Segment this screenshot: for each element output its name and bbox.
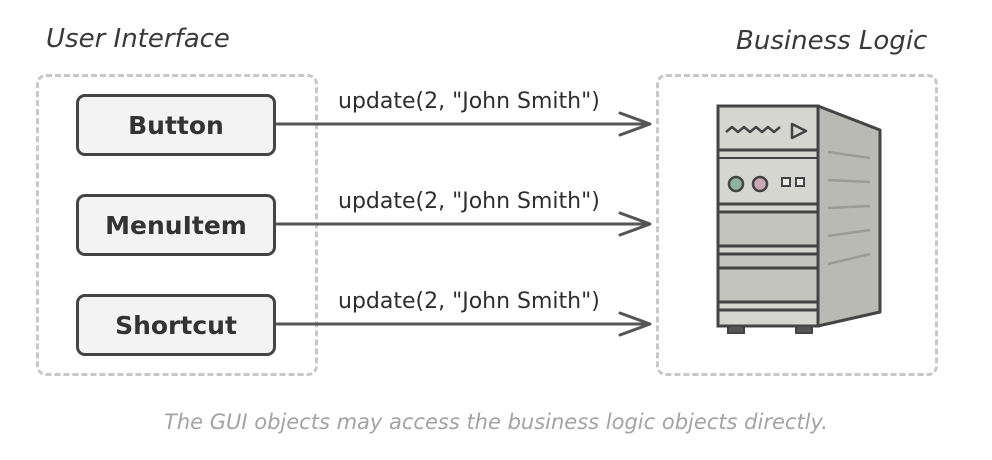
server-tower-icon xyxy=(716,104,882,334)
shortcut-component[interactable]: Shortcut xyxy=(76,294,276,356)
arrow-menuitem-to-logic xyxy=(275,211,652,237)
diagram-caption: The GUI objects may access the business … xyxy=(164,410,828,434)
business-logic-group xyxy=(656,74,938,376)
user-interface-title: User Interface xyxy=(46,24,230,54)
menuitem-component[interactable]: MenuItem xyxy=(76,194,276,256)
arrow-button-to-logic xyxy=(275,111,652,137)
call-label-button: update(2, "John Smith") xyxy=(338,89,600,114)
call-label-shortcut: update(2, "John Smith") xyxy=(338,289,600,314)
call-label-menuitem: update(2, "John Smith") xyxy=(338,189,600,214)
arrow-shortcut-to-logic xyxy=(275,311,652,337)
button-component[interactable]: Button xyxy=(76,94,276,156)
business-logic-title: Business Logic xyxy=(736,26,928,56)
